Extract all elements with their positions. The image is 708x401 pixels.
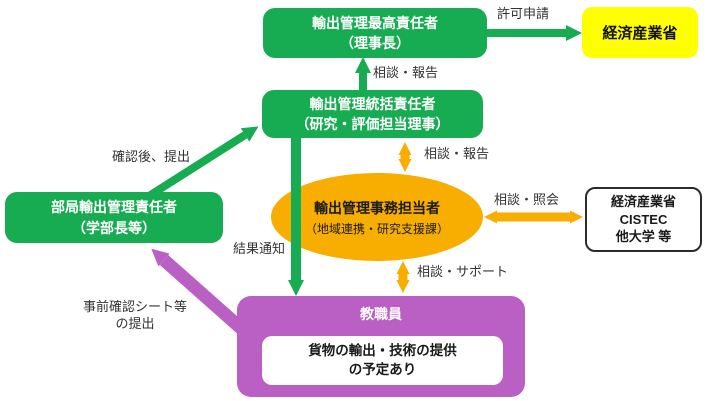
node-label: （理事長） xyxy=(340,35,410,51)
label-consult-support: 相談・サポート xyxy=(417,264,509,279)
label-consult-report-top: 相談・報告 xyxy=(373,65,439,80)
node-faculty-staff: 教職員 貨物の輸出・技術の提供 の予定あり xyxy=(237,296,525,397)
label-confirm-submit: 確認後、提出 xyxy=(112,149,191,164)
node-export-control-chief: 輸出管理最高責任者 （理事長） xyxy=(263,8,487,58)
node-label: 貨物の輸出・技術の提供 xyxy=(308,342,457,358)
label-line: 事前確認シート等 xyxy=(82,299,187,314)
node-label: 教職員 xyxy=(360,306,402,322)
node-label: （地域連携・研究支援課） xyxy=(304,221,449,236)
node-export-plan: 貨物の輸出・技術の提供 の予定あり xyxy=(262,336,503,385)
node-meti: 経済産業省 xyxy=(582,7,698,58)
node-label: 他大学 等 xyxy=(615,229,672,245)
node-label: （学部長等） xyxy=(72,219,156,236)
node-label: の予定あり xyxy=(348,361,417,377)
node-label: 経済産業省 xyxy=(610,194,676,210)
node-export-control-supervisor: 輸出管理統括責任者 （研究・評価担当理事） xyxy=(262,90,483,138)
label-permit-application: 許可申請 xyxy=(497,6,550,21)
node-admin-staff-ellipse: 輸出管理事務担当者 （地域連携・研究支援課） xyxy=(271,173,483,261)
node-external-organizations: 経済産業省 CISTEC 他大学 等 xyxy=(585,187,702,252)
node-label: （研究・評価担当理事） xyxy=(295,116,450,132)
label-preconfirm-sheet: 事前確認シート等 の提出 xyxy=(66,299,204,333)
label-consult-inquiry: 相談・照会 xyxy=(494,192,560,207)
node-label: CISTEC xyxy=(619,211,668,227)
label-result-notice: 結果通知 xyxy=(233,241,286,256)
label-consult-report-mid: 相談・報告 xyxy=(424,146,490,161)
label-line: の提出 xyxy=(115,315,155,331)
node-label: 部局輸出管理責任者 xyxy=(51,199,177,216)
node-label: 輸出管理事務担当者 xyxy=(314,199,440,216)
node-label: 経済産業省 xyxy=(602,25,678,42)
node-department-manager: 部局輸出管理責任者 （学部長等） xyxy=(5,192,223,243)
node-label: 輸出管理最高責任者 xyxy=(312,14,438,31)
node-label: 輸出管理統括責任者 xyxy=(309,95,436,112)
